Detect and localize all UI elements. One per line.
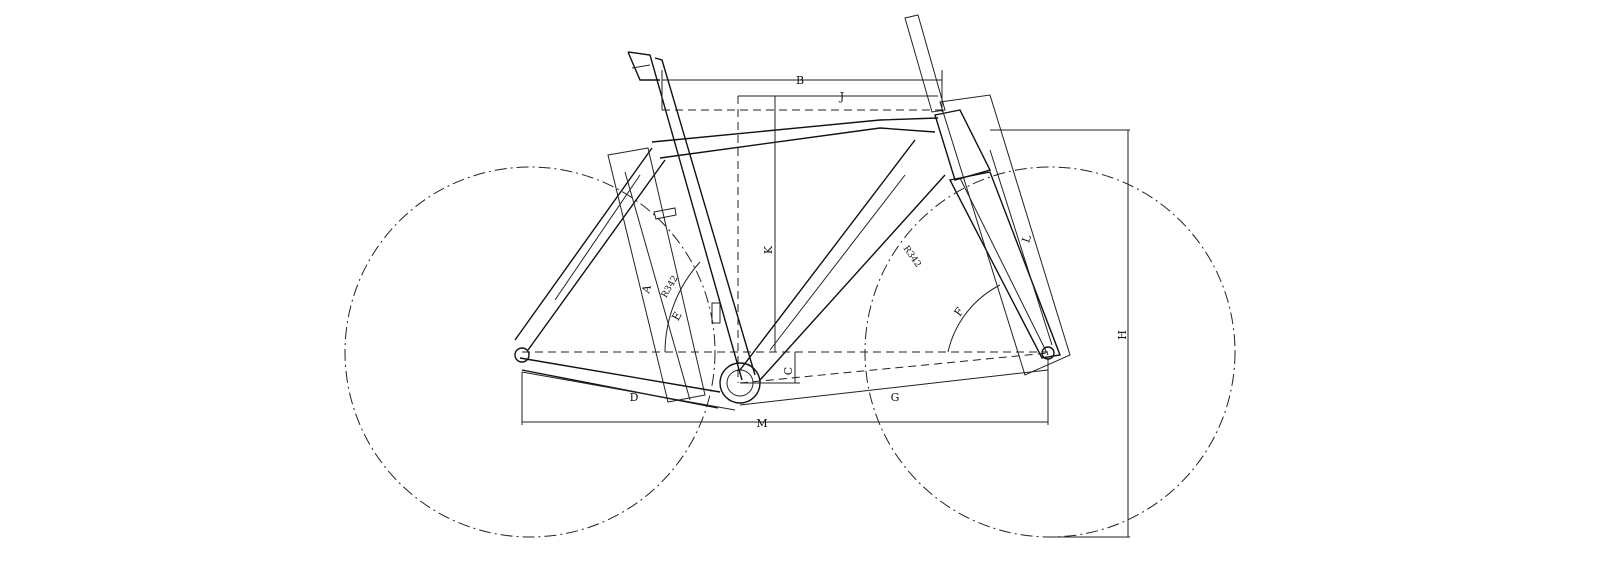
- dimension-l-label: L: [1019, 233, 1034, 245]
- dimension-a-line: [624, 171, 691, 401]
- top-tube: [651, 117, 939, 159]
- dimension-d-line: [521, 371, 736, 411]
- seat-tube: [627, 51, 756, 381]
- rear-dropout: [514, 347, 530, 363]
- head-tube: [904, 14, 992, 181]
- dimension-g-line: [739, 369, 1049, 406]
- dimension-h-label: H: [1116, 330, 1129, 340]
- dimension-l-line: [989, 149, 1053, 346]
- head-tube-offset-box: [939, 94, 1071, 376]
- dimension-d-label: D: [630, 391, 639, 404]
- seat-stays: [514, 147, 666, 351]
- cable-port-detail: [711, 302, 721, 324]
- seat-tube-clamp-detail: [653, 207, 677, 220]
- dimension-b-label: B: [796, 74, 804, 87]
- dimension-c-label: C: [782, 367, 795, 375]
- front-wheel-radius-label: R342: [901, 244, 923, 269]
- rear-wheel-outline: [344, 166, 716, 538]
- front-wheel-radius-arc: [947, 284, 1001, 353]
- front-fork: [948, 171, 1061, 359]
- dimension-g-label: G: [891, 391, 900, 404]
- dimension-m-label: M: [756, 417, 767, 430]
- angle-f-label: F: [952, 305, 967, 319]
- rear-wheel-radius-arc: [664, 261, 701, 353]
- dimension-j-label: J: [839, 90, 844, 103]
- chain-stays: [519, 357, 721, 409]
- angle-e-label: E: [669, 310, 684, 323]
- down-tube: [739, 139, 946, 381]
- seat-tube-offset-box: [607, 147, 706, 403]
- dimension-k-label: K: [762, 245, 775, 254]
- front-wheel-outline: [864, 166, 1236, 538]
